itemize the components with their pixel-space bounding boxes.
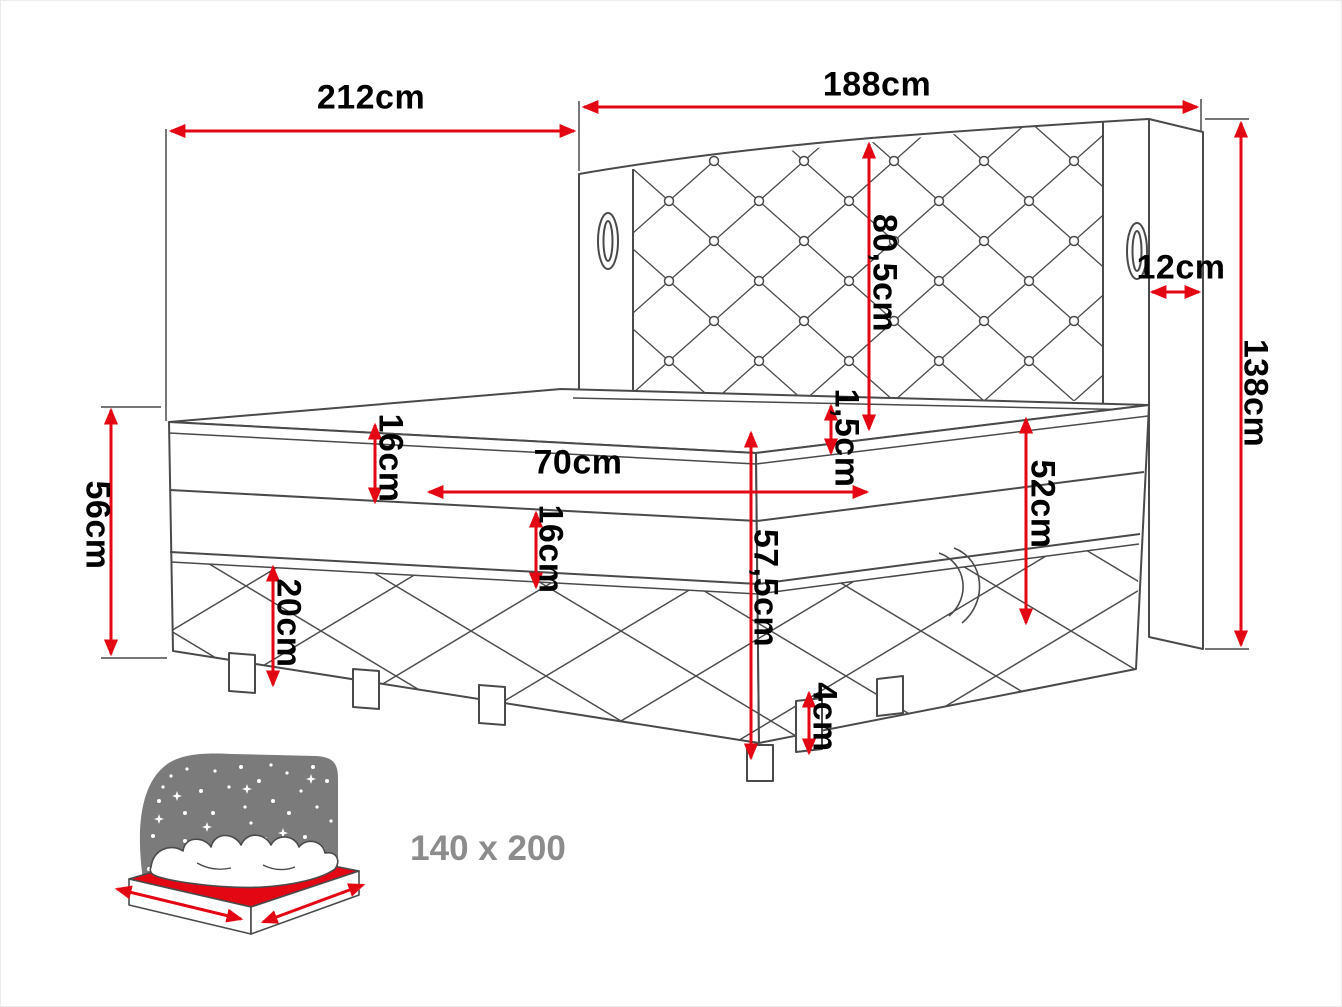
- extension-lines: [101, 99, 1249, 659]
- led-lamp-right: [1126, 222, 1148, 280]
- dim-label-headboard-width: 188cm: [822, 65, 932, 104]
- size-label: 140 x 200: [410, 829, 566, 868]
- led-lamp-left: [597, 212, 619, 270]
- dim-label-side-height: 56cm: [78, 480, 117, 570]
- dim-label-upper-section: 52cm: [1023, 459, 1062, 549]
- dim-label-topper-width: 70cm: [533, 443, 623, 482]
- dim-label-leg-height: 4cm: [805, 682, 844, 752]
- dimension-lines: [103, 99, 1249, 761]
- dim-label-front-corner-height: 57,5cm: [746, 528, 785, 648]
- dim-label-wing-depth: 12cm: [1136, 248, 1226, 287]
- dim-label-total-length: 212cm: [316, 78, 426, 117]
- dim-label-top-gap: 1,5cm: [827, 388, 866, 488]
- dim-label-base-height: 20cm: [269, 578, 308, 668]
- dim-label-headboard-height: 80,5cm: [865, 213, 904, 333]
- icon-size-arrows: [114, 883, 366, 924]
- dim-label-total-height: 138cm: [1236, 338, 1275, 448]
- icon-bed: [128, 834, 360, 935]
- bed-front-face: [168, 421, 760, 744]
- dim-label-topper-thickness: 16cm: [371, 413, 410, 503]
- bed-structure: [168, 118, 1204, 782]
- tufting-buttons: [663, 155, 1080, 367]
- side-wing-panel: [1148, 118, 1204, 650]
- size-icon: [114, 753, 366, 935]
- dim-label-mattress-thickness: 16cm: [531, 504, 570, 594]
- fabric-fold-mark: [938, 552, 964, 617]
